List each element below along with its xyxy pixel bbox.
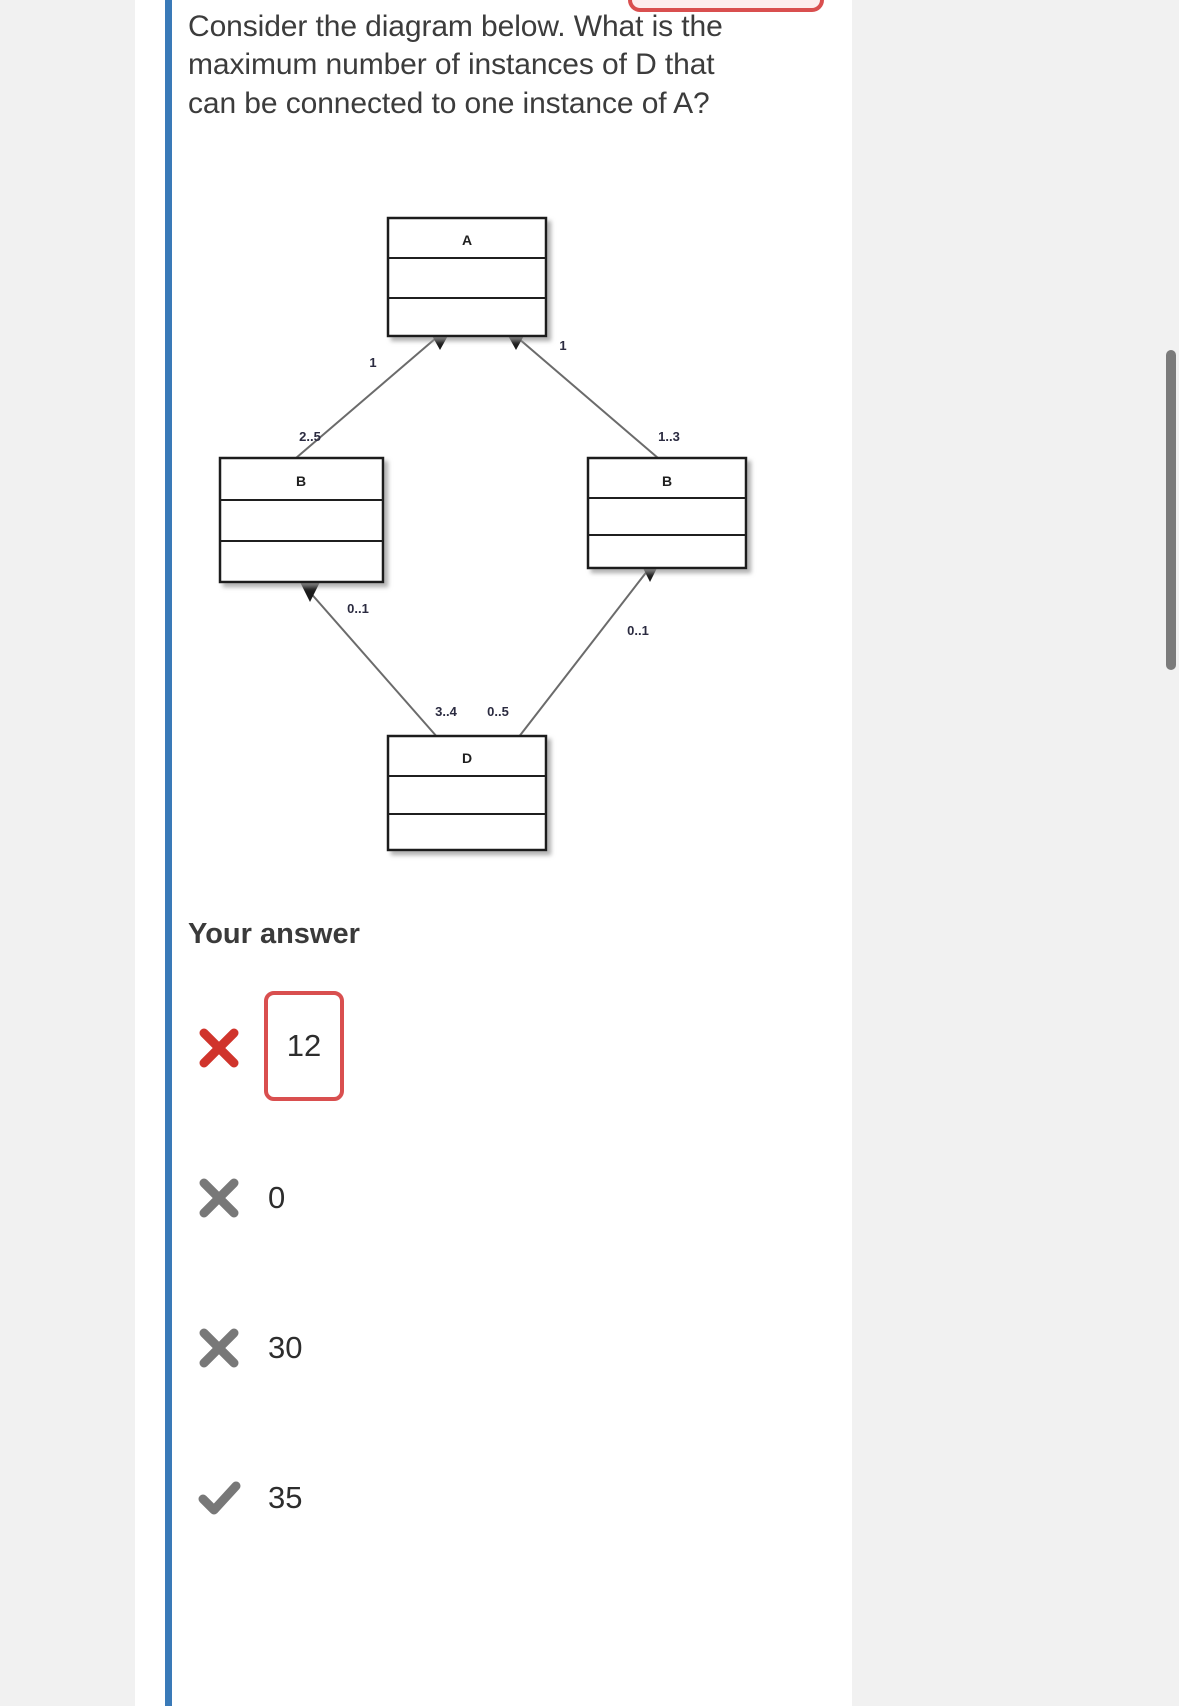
your-answer-heading: Your answer <box>188 918 360 950</box>
uml-class-b-left: B <box>218 456 385 584</box>
mult-a-left: 1 <box>369 355 376 370</box>
mult-b-right: 1..3 <box>658 429 680 444</box>
mult-a-right: 1 <box>559 338 566 353</box>
uml-class-d: D <box>386 734 548 852</box>
question-text: Consider the diagram below. What is the … <box>188 10 723 120</box>
answer-option[interactable]: 30 <box>188 1285 808 1435</box>
uml-class-b-right-name: B <box>662 473 672 489</box>
association-lines <box>295 337 659 739</box>
uml-diagram-svg: A B B D 1 1 2..5 1..3 0.. <box>218 216 748 852</box>
mult-d-from-right: 0..1 <box>627 623 649 638</box>
assoc-bright-d <box>517 569 649 739</box>
uml-class-b-right: B <box>586 456 748 570</box>
assoc-a-bleft <box>295 337 437 459</box>
selected-answer-box <box>264 991 344 1101</box>
cross-icon <box>196 1325 242 1371</box>
answer-option[interactable]: 35 <box>188 1435 808 1585</box>
answer-option-label: 0 <box>268 1180 286 1215</box>
mult-b-left: 2..5 <box>299 429 321 444</box>
mult-d-right: 0..5 <box>487 704 509 719</box>
assoc-a-bright <box>517 337 659 459</box>
left-page-gutter <box>0 0 135 1706</box>
answer-option[interactable]: 12 <box>188 985 808 1135</box>
cross-icon <box>196 1025 242 1071</box>
uml-class-d-name: D <box>462 750 472 766</box>
check-icon <box>196 1475 242 1521</box>
answer-option[interactable]: 0 <box>188 1135 808 1285</box>
mult-d-from-left: 0..1 <box>347 601 369 616</box>
mult-d-left: 3..4 <box>435 704 457 719</box>
right-page-gutter <box>852 0 1179 1706</box>
page-scrollbar[interactable] <box>1163 0 1179 1706</box>
answer-options-list: 12 0 30 35 <box>188 985 808 1585</box>
multiplicity-labels: 1 1 2..5 1..3 0..1 0..1 3..4 0..5 <box>299 338 680 719</box>
answer-option-label: 12 <box>286 1028 322 1063</box>
question-accent-rail <box>165 0 172 1706</box>
answer-option-label: 35 <box>268 1480 303 1515</box>
diamond-bleft-d <box>300 582 320 602</box>
previous-answer-pill-clipped <box>628 0 824 12</box>
assoc-bleft-d <box>307 589 439 739</box>
uml-class-diagram: A B B D 1 1 2..5 1..3 0.. <box>188 150 828 890</box>
uml-class-a: A <box>386 216 548 338</box>
uml-class-a-name: A <box>462 232 472 248</box>
scrollbar-thumb[interactable] <box>1166 350 1176 670</box>
cross-icon <box>196 1175 242 1221</box>
answer-option-label: 30 <box>268 1330 303 1365</box>
uml-class-b-left-name: B <box>296 473 306 489</box>
